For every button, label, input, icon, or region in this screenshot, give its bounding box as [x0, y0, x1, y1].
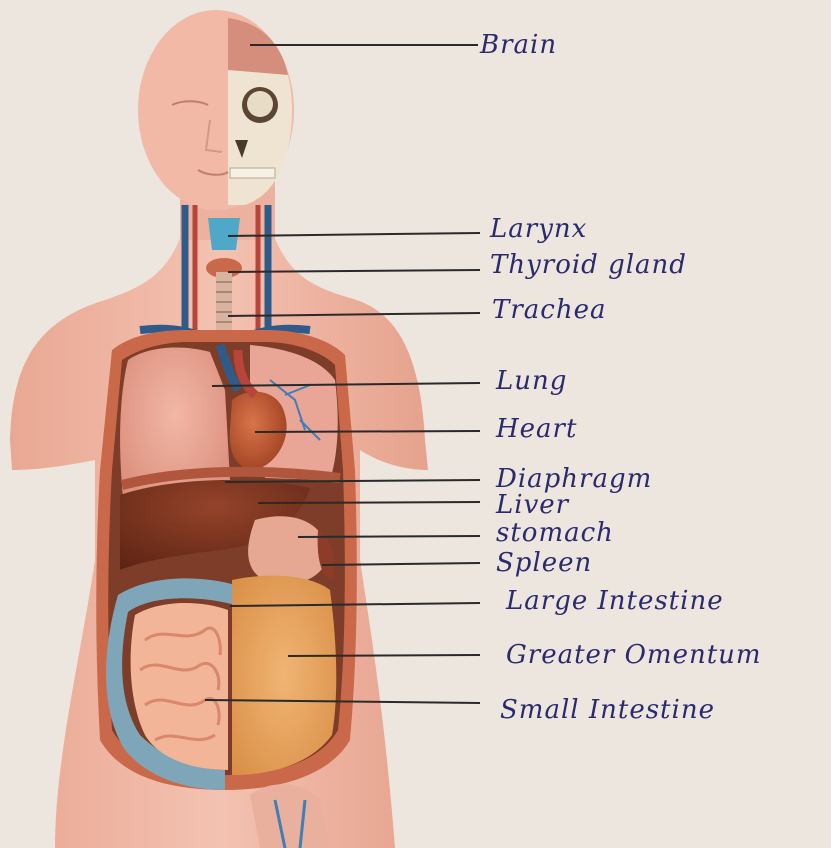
leader-heart: [255, 431, 480, 432]
label-stomach: stomach: [496, 520, 614, 546]
label-spleen: Spleen: [496, 550, 592, 576]
leader-greater-omentum: [288, 655, 480, 656]
label-diaphragm: Diaphragm: [496, 466, 652, 492]
leader-stomach: [298, 536, 480, 537]
label-large-intestine: Large Intestine: [506, 588, 724, 614]
label-liver: Liver: [496, 492, 569, 518]
label-greater-omentum: Greater Omentum: [506, 642, 762, 668]
label-heart: Heart: [496, 416, 577, 442]
label-thyroid-gland: Thyroid gland: [490, 252, 687, 278]
larynx-shape: [208, 218, 240, 250]
label-small-intestine: Small Intestine: [500, 697, 715, 723]
label-trachea: Trachea: [492, 297, 606, 323]
label-brain: Brain: [480, 32, 557, 58]
head: [138, 10, 294, 210]
label-larynx: Larynx: [490, 216, 587, 242]
label-lung: Lung: [496, 368, 567, 394]
leader-liver: [258, 502, 480, 503]
neck-structures: [185, 205, 268, 332]
